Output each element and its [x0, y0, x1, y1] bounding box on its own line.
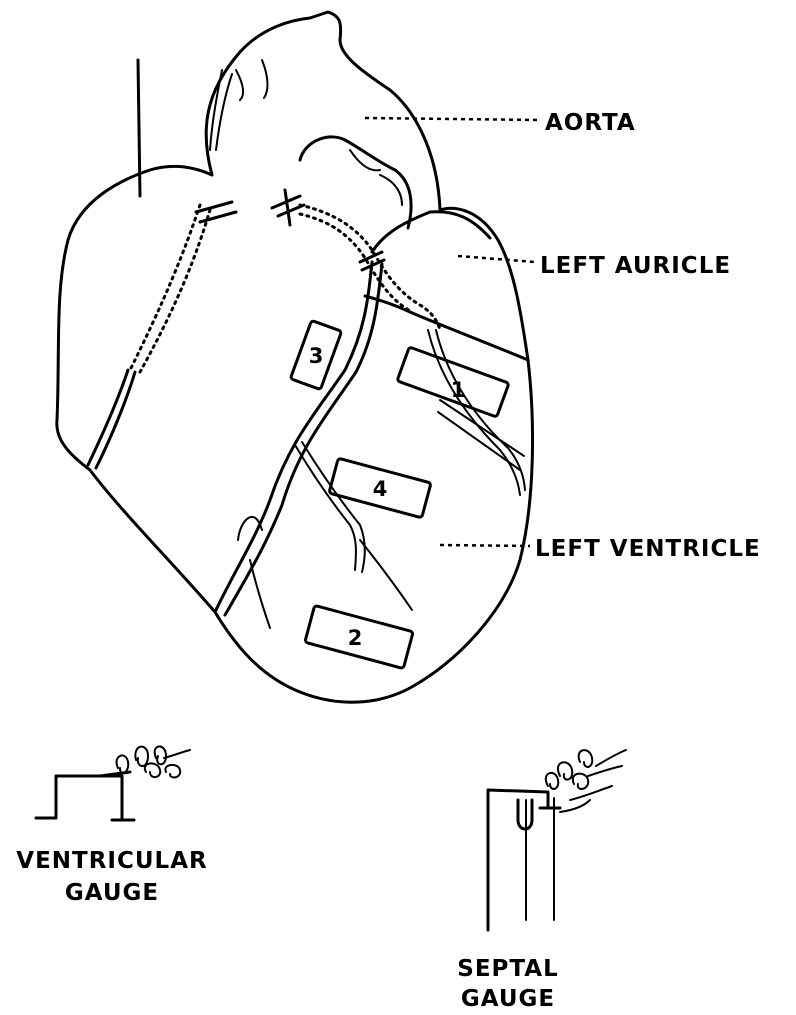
- left-auricle-label: LEFT AURICLE: [540, 253, 731, 279]
- aortic-vessel: [210, 70, 222, 150]
- aorta-leader-line: [365, 118, 540, 120]
- right-auricle-boundary-2: [96, 372, 135, 468]
- circumflex-artery-4: [438, 412, 520, 470]
- gauge-4: 4: [329, 458, 431, 518]
- aortic-branch-2: [262, 60, 268, 98]
- ventricular-gauge-drawing: [36, 746, 190, 820]
- left-auricle-leader-line: [458, 256, 535, 262]
- left-ventricle-leader-line: [440, 545, 530, 546]
- septal-gauge-drawing: [488, 750, 626, 930]
- gauge-3: 3: [290, 320, 341, 389]
- right-auricle-dotted-edge: [130, 205, 200, 370]
- left-ventricle-label: LEFT VENTRICLE: [535, 536, 761, 562]
- aortic-branch: [236, 70, 243, 100]
- auricle-base: [365, 296, 528, 360]
- gauge-1-number: 1: [451, 378, 466, 402]
- suture-mark-left: [196, 202, 236, 222]
- heart-outline: [57, 12, 533, 702]
- septal-gauge-label-line1: SEPTAL: [457, 956, 559, 982]
- arch-vessel-2: [380, 175, 402, 205]
- right-auricle-boundary: [88, 370, 128, 465]
- gauge-4-number: 4: [373, 477, 388, 501]
- coronary-branch-3: [360, 540, 412, 610]
- descending-coronary-artery: [215, 262, 372, 612]
- descending-coronary-artery-2: [225, 264, 382, 615]
- circumflex-artery: [428, 330, 520, 495]
- ventricular-gauge-label-line2: GAUGE: [65, 880, 159, 906]
- circumflex-artery-3: [440, 400, 524, 456]
- gauge-1: 1: [397, 347, 509, 417]
- coronary-branch-4: [250, 560, 270, 628]
- aorta-label: AORTA: [545, 110, 636, 136]
- gauge-2: 2: [305, 605, 413, 668]
- pulmonary-arch: [300, 137, 411, 228]
- ventricular-gauge-label-line1: VENTRICULAR: [16, 848, 207, 874]
- gauge-3-number: 3: [309, 344, 324, 368]
- suture-mark-mid: [272, 190, 304, 225]
- right-auricle-dotted-edge-2: [140, 210, 210, 372]
- septal-gauge-label-line2: GAUGE: [461, 986, 555, 1012]
- gauge-2-number: 2: [348, 626, 363, 650]
- left-auricle-outline: [372, 212, 490, 252]
